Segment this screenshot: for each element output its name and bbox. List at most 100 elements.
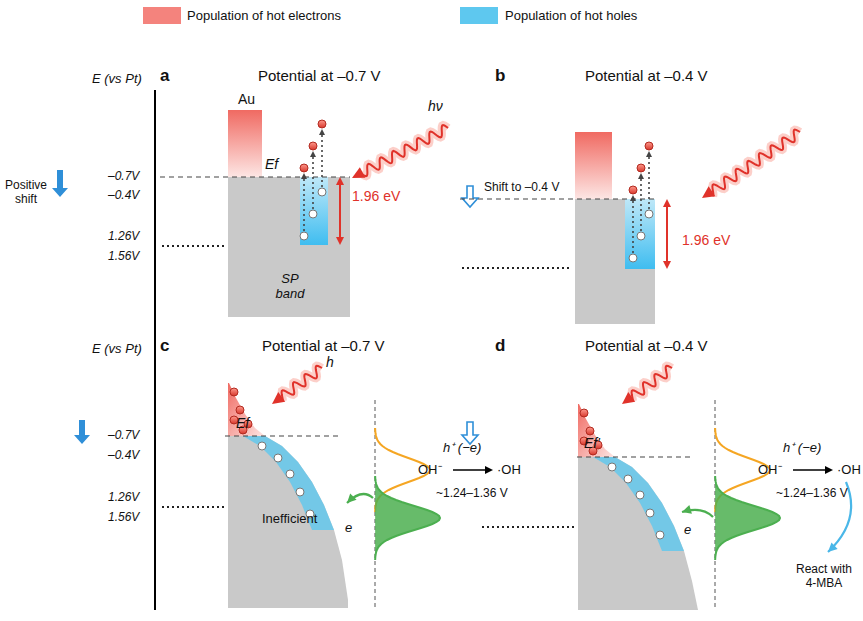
- hot-hole: [646, 509, 654, 517]
- photon-arrow-head: [702, 186, 715, 198]
- excitation-head: [310, 151, 316, 157]
- panel-letter: b: [495, 66, 505, 86]
- hot-electron-population: [575, 132, 612, 199]
- hot-electron-distribution: [578, 404, 615, 457]
- annotation-label: –0.7V: [108, 429, 139, 443]
- panel-letter: d: [495, 336, 505, 356]
- electron-transfer-arrow: [347, 494, 373, 503]
- panel-title: Potential at –0.7 V: [262, 337, 385, 354]
- excitation-arrow: [312, 154, 314, 209]
- annotation-label: ·OH: [497, 463, 521, 478]
- reaction-arrow-head: [825, 466, 833, 474]
- annotation-label: e: [345, 521, 352, 536]
- energy-gap-head: [336, 237, 344, 245]
- panel-letter: c: [160, 336, 169, 356]
- annotation-label: ·OH: [837, 463, 861, 478]
- excitation-head: [646, 151, 652, 157]
- annotation-label: h⁺ (−e): [783, 441, 821, 456]
- excitation-arrow: [321, 132, 323, 187]
- annotation-label: Shift to –0.4 V: [484, 181, 559, 195]
- hot-hole: [608, 463, 616, 471]
- hot-electron-distribution: [228, 383, 265, 436]
- hot-hole: [624, 475, 632, 483]
- hot-hole: [296, 488, 304, 496]
- hot-hole-distribution: [243, 436, 334, 530]
- photon-glow: [712, 130, 800, 197]
- annotation-label: 1.56V: [108, 511, 139, 525]
- energy-axis: [154, 360, 156, 610]
- annotation-label: e: [684, 523, 691, 538]
- annotation-label: ~1.24–1.36 V: [776, 487, 848, 501]
- photon-glow: [282, 366, 322, 401]
- panel-letter: a: [160, 66, 169, 86]
- hot-hole: [309, 210, 317, 218]
- panel-title: Potential at –0.7 V: [258, 67, 381, 84]
- annotation-label: Ef: [265, 156, 278, 172]
- annotation-label: Positive shift: [2, 179, 50, 207]
- annotation-label: React with 4-MBA: [792, 563, 856, 591]
- sp-band-distribution: [228, 436, 348, 608]
- redox-level: [462, 267, 572, 269]
- photon-glow: [361, 125, 448, 176]
- excitation-head: [638, 173, 644, 179]
- shift-arrow: [74, 420, 90, 444]
- hot-electron: [645, 142, 653, 150]
- sp-band: [575, 199, 655, 324]
- reaction-arrow-head: [485, 466, 493, 474]
- energy-gap-arrow: [666, 205, 668, 263]
- panel-title: Potential at –0.4 V: [585, 337, 708, 354]
- energy-gap-head: [336, 177, 344, 185]
- hot-hole-population: [300, 177, 328, 245]
- photon-wave: [712, 130, 800, 197]
- excitation-arrow: [303, 176, 305, 231]
- excitation-head: [630, 195, 636, 201]
- annotation-label: 1.26V: [108, 491, 139, 505]
- annotation-label: 1.96 eV: [352, 188, 400, 204]
- photon-wave: [632, 366, 672, 401]
- hot-electron: [580, 409, 588, 417]
- annotation-label: Ef′: [584, 435, 600, 451]
- annotation-label: –0.7V: [108, 170, 139, 184]
- hot-hole: [300, 232, 308, 240]
- hot-hole: [286, 470, 294, 478]
- annotation-label: Inefficient: [262, 512, 317, 527]
- energy-gap-head: [663, 261, 671, 269]
- reaction-arrow: [793, 469, 827, 471]
- reduced-state-distribution: [715, 476, 780, 560]
- hot-hole-distribution: [593, 457, 684, 551]
- legend-swatch: [143, 7, 181, 24]
- annotation-label: –0.4V: [108, 189, 139, 203]
- annotation-label: 1.56V: [108, 250, 139, 264]
- sp-band-distribution: [578, 457, 698, 610]
- legend-text: Population of hot holes: [505, 9, 637, 24]
- hot-electron-population: [228, 110, 262, 177]
- annotation-label: OH⁻: [418, 463, 442, 478]
- photon-wave: [282, 366, 322, 401]
- hot-electron: [637, 164, 645, 172]
- hot-hole: [629, 254, 637, 262]
- hot-electron: [629, 186, 637, 194]
- hot-hole: [258, 442, 266, 450]
- legend-swatch: [460, 7, 498, 24]
- reduced-state-distribution: [375, 476, 440, 560]
- hot-hole: [656, 531, 664, 539]
- photon-glow: [632, 366, 672, 401]
- fermi-level: [460, 198, 655, 199]
- shift-arrow-hollow: [462, 186, 478, 207]
- hot-hole: [318, 188, 326, 196]
- annotation-label: OH⁻: [758, 463, 782, 478]
- electron-transfer-arrow-head: [682, 505, 692, 514]
- hot-electron: [318, 120, 326, 128]
- annotation-label: 1.26V: [108, 230, 139, 244]
- hot-hole-population: [625, 199, 655, 269]
- annotation-label: ~1.24–1.36 V: [436, 487, 508, 501]
- energy-gap-head: [663, 199, 671, 207]
- annotation-label: h⁺ (−e): [443, 441, 481, 456]
- photon-arrow-head: [352, 167, 365, 178]
- redox-level: [162, 245, 226, 247]
- excitation-arrow: [640, 176, 642, 231]
- hot-electron: [300, 164, 308, 172]
- annotation-label: –0.4V: [108, 449, 139, 463]
